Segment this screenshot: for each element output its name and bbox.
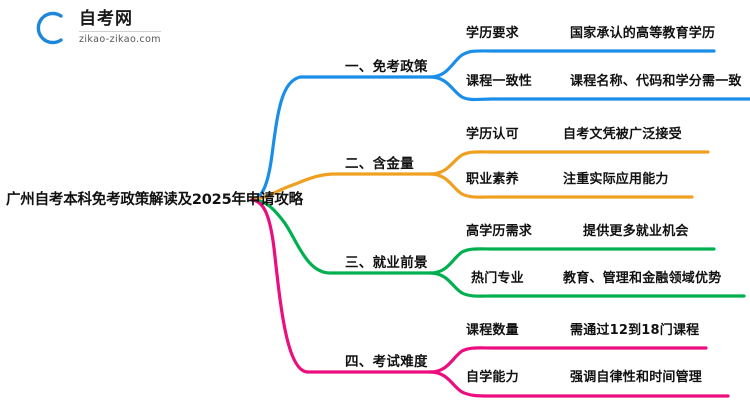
branch-1-child-1-label[interactable]: 学历要求 (466, 26, 519, 41)
root-node-title: 广州自考本科免考政策解读及2025年申请攻略 (6, 192, 303, 208)
branch-3-child-2-label[interactable]: 热门专业 (471, 271, 524, 286)
branch-4-child-1-detail: 需通过12到18门课程 (570, 323, 700, 338)
connector-branch4-child2 (428, 370, 730, 398)
branch-2-child-2-detail: 注重实际应用能力 (563, 172, 669, 187)
branch-4-child-1-label[interactable]: 课程数量 (466, 323, 519, 338)
connector-branch2-child2 (428, 172, 694, 199)
branch-label-4[interactable]: 四、考试难度 (345, 354, 428, 370)
branch-3-child-1-detail: 提供更多就业机会 (583, 224, 689, 239)
connector-branch3-child1 (428, 247, 716, 275)
branch-4-child-2-label[interactable]: 自学能力 (466, 370, 519, 385)
logo-site-name: 自考网 (79, 11, 161, 33)
connector-root-branch3 (250, 198, 432, 275)
branch-2-child-2-label[interactable]: 职业素养 (466, 172, 519, 187)
branch-3-child-1-label[interactable]: 高学历需求 (466, 224, 533, 239)
branch-label-3[interactable]: 三、就业前景 (345, 255, 428, 271)
branch-1-child-2-label[interactable]: 课程一致性 (466, 74, 533, 89)
connector-root-branch4 (250, 198, 432, 374)
connector-branch2-child1 (428, 150, 710, 176)
branch-4-child-2-detail: 强调自律性和时间管理 (570, 370, 703, 385)
branch-1-child-2-detail: 课程名称、代码和学分需一致 (570, 74, 742, 89)
connector-branch4-child1 (428, 346, 708, 374)
connector-root-branch1 (250, 75, 432, 201)
branch-2-child-1-label[interactable]: 学历认可 (466, 127, 519, 142)
connector-branch1-child2 (428, 75, 750, 102)
branch-2-child-1-detail: 自考文凭被广泛接受 (563, 127, 682, 142)
branch-3-child-2-detail: 教育、管理和金融领域优势 (563, 271, 722, 286)
connector-root-branch2 (250, 172, 432, 201)
branch-label-2[interactable]: 二、含金量 (345, 156, 414, 172)
graduation-cap-logo-icon (31, 9, 73, 47)
branch-label-1[interactable]: 一、免考政策 (345, 59, 428, 75)
site-logo[interactable]: 自考网 zikao-zikao.com (31, 9, 161, 47)
logo-domain: zikao-zikao.com (79, 34, 161, 46)
branch-1-child-1-detail: 国家承认的高等教育学历 (570, 26, 716, 41)
connector-branch1-child1 (428, 49, 716, 79)
connector-branch3-child2 (428, 271, 746, 298)
